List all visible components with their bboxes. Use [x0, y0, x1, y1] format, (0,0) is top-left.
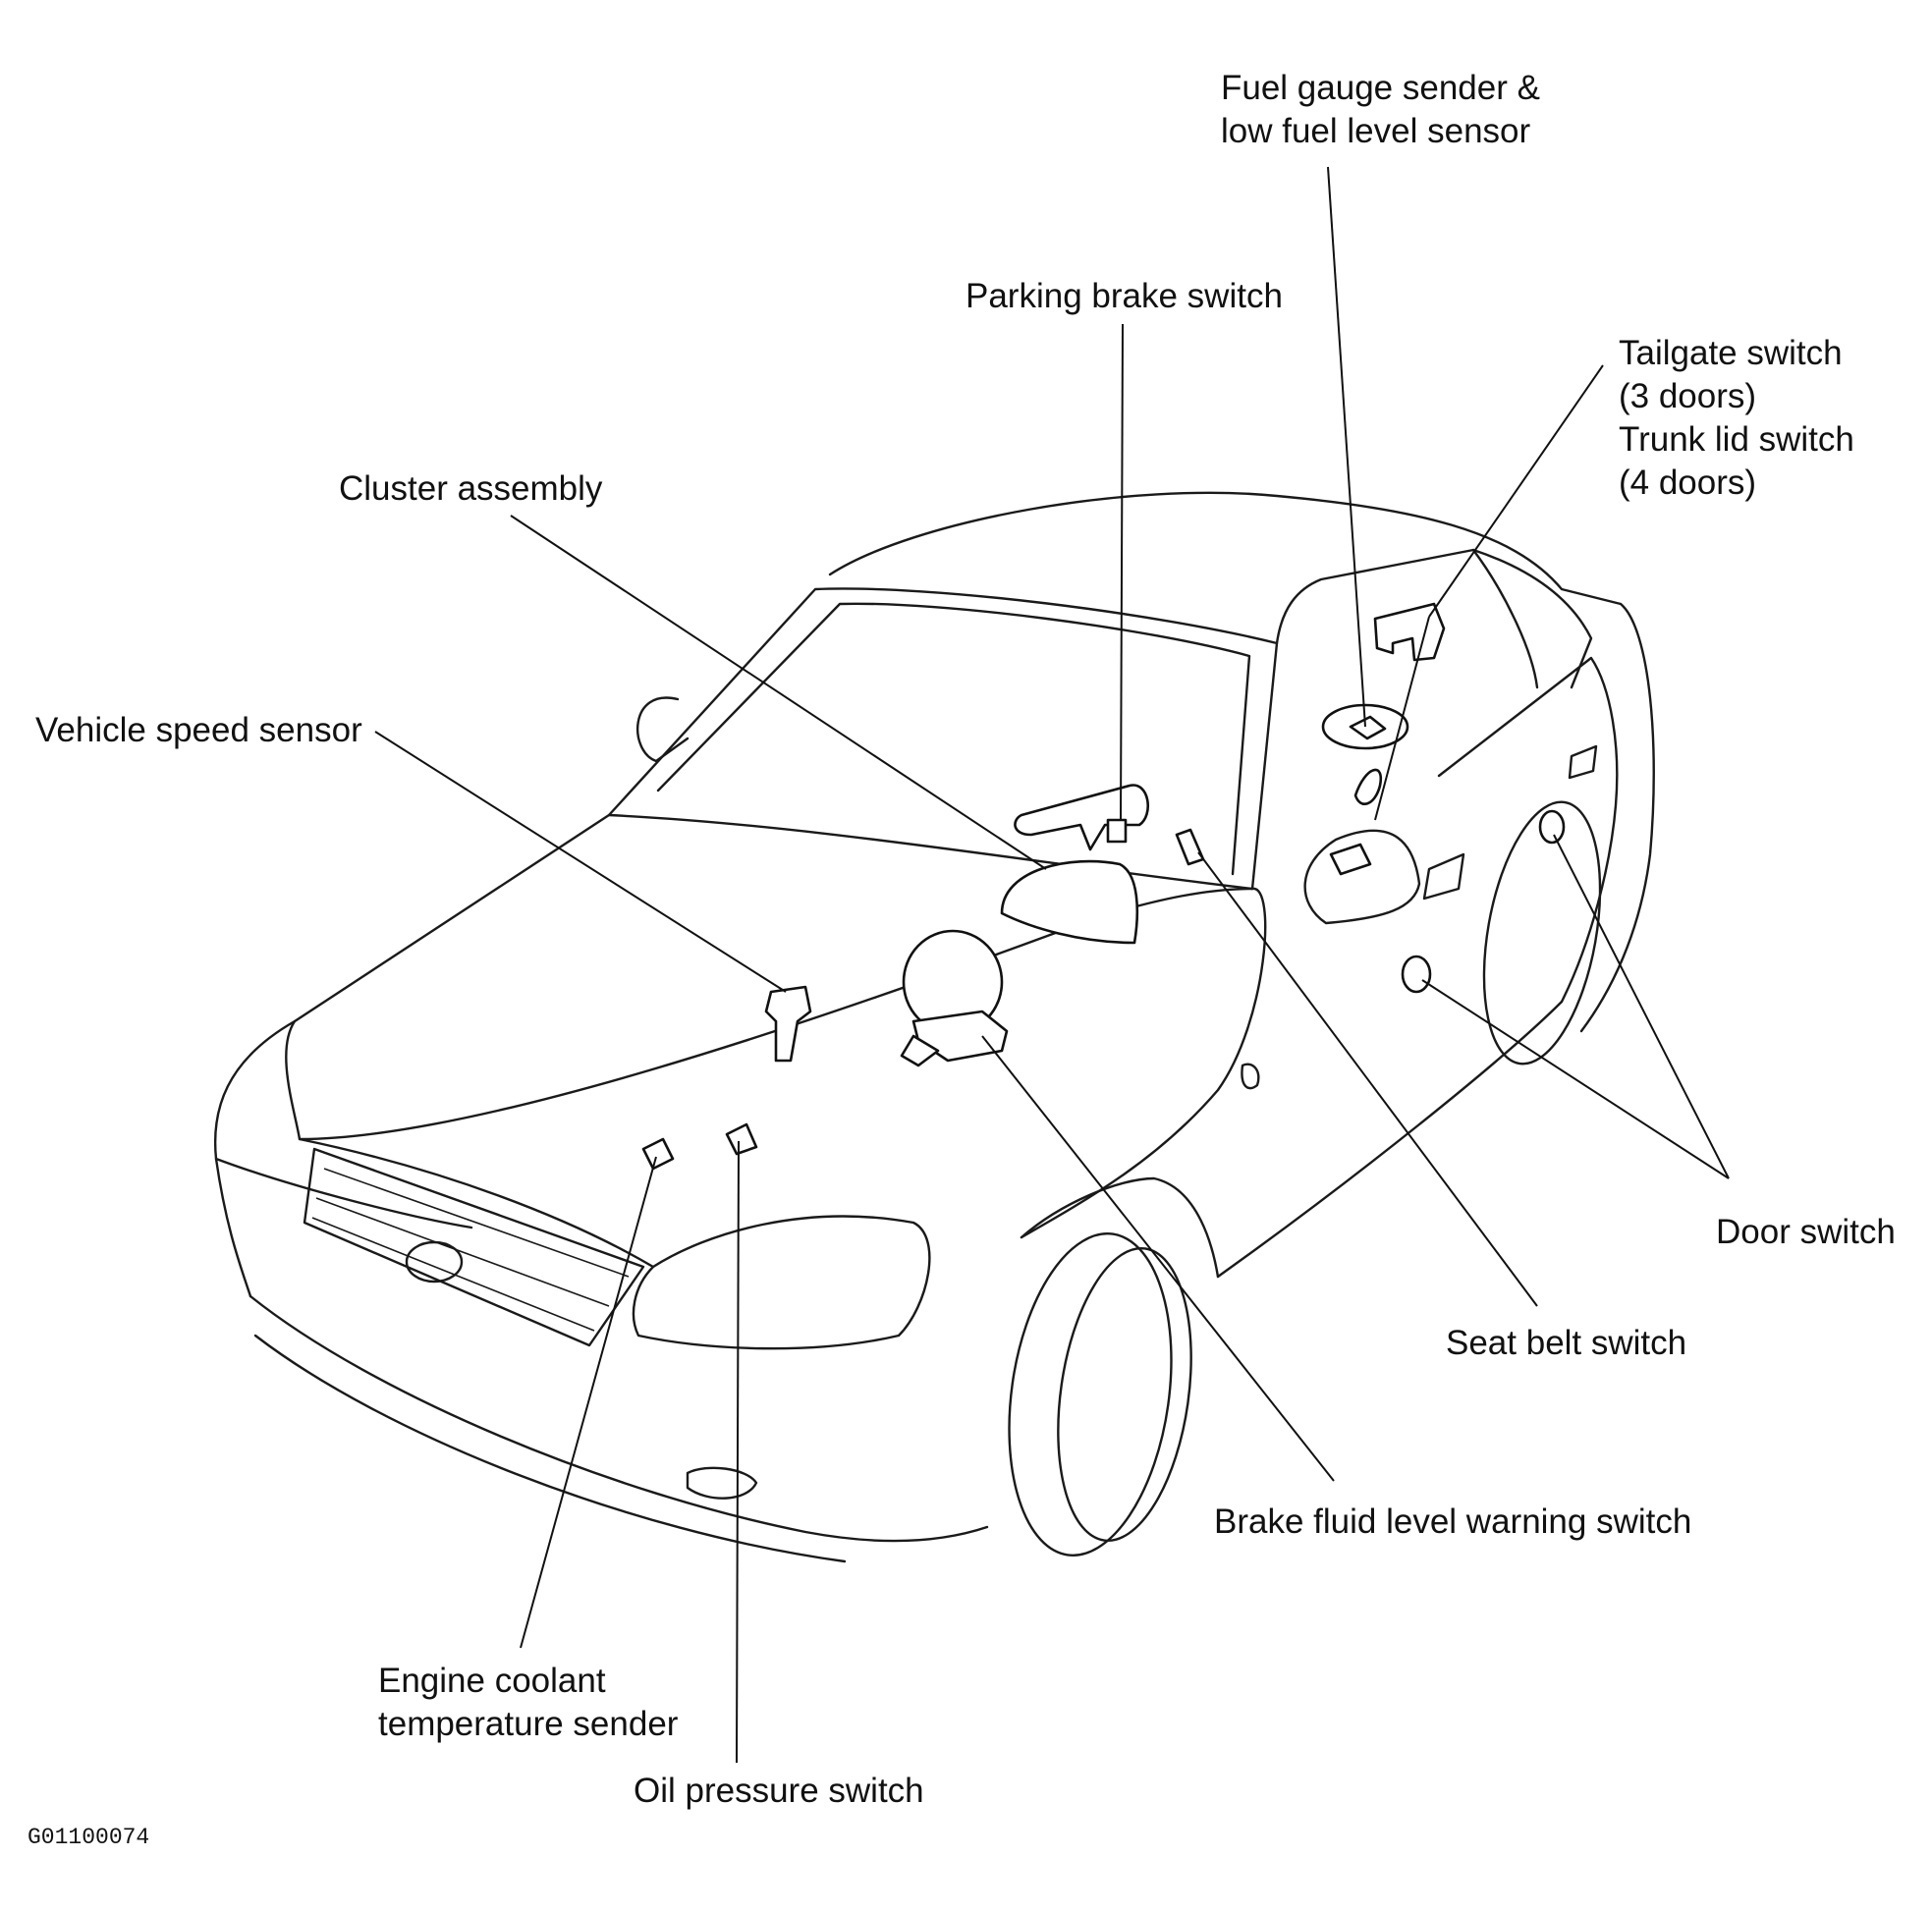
component-parts: [641, 602, 1566, 1171]
label-tailgate: Tailgate switch (3 doors) Trunk lid swit…: [1619, 332, 1854, 505]
label-seat-belt: Seat belt switch: [1446, 1324, 1687, 1362]
vehicle-speed-part: [764, 985, 812, 1063]
car-body: [213, 491, 1655, 1563]
label-tailgate-line3: Trunk lid switch: [1619, 420, 1854, 459]
oil-switch-part: [725, 1122, 758, 1156]
label-tailgate-line1: Tailgate switch: [1619, 334, 1843, 372]
leader-seat-belt: [1197, 851, 1538, 1307]
parking-brake-part: [1014, 784, 1149, 851]
label-brake-fluid: Brake fluid level warning switch: [1214, 1502, 1692, 1541]
label-parking-brake: Parking brake switch: [966, 277, 1283, 315]
door-switch-rear: [1538, 809, 1566, 845]
figure-code: G01100074: [28, 1825, 150, 1850]
label-oil-pressure: Oil pressure switch: [634, 1772, 924, 1810]
leader-door-a: [1421, 979, 1730, 1179]
leader-parking-brake: [1120, 323, 1124, 821]
label-fuel-gauge-line1: Fuel gauge sender &: [1221, 69, 1540, 107]
leader-door-b: [1553, 834, 1730, 1179]
label-tailgate-line2: (3 doors): [1619, 377, 1757, 415]
leader-tailgate: [1428, 364, 1604, 618]
label-vehicle-speed: Vehicle speed sensor: [35, 711, 362, 749]
leader-brake-fluid: [981, 1035, 1335, 1482]
leader-oil: [736, 1140, 740, 1764]
door-switch-front: [1401, 955, 1432, 994]
label-tailgate-line4: (4 doors): [1619, 464, 1757, 502]
leader-coolant: [520, 1156, 657, 1649]
label-fuel-gauge-line2: low fuel level sensor: [1221, 112, 1531, 150]
label-engine-coolant-line1: Engine coolant: [378, 1662, 606, 1700]
label-fuel-gauge: Fuel gauge sender & low fuel level senso…: [1221, 67, 1540, 153]
leader-cluster: [510, 515, 1047, 870]
cluster-part: [1000, 859, 1139, 945]
label-door-switch: Door switch: [1716, 1213, 1896, 1251]
leader-fuel-gauge: [1327, 166, 1366, 728]
label-engine-coolant-line2: temperature sender: [378, 1705, 679, 1743]
tailgate-part: [1373, 602, 1446, 662]
label-engine-coolant: Engine coolant temperature sender: [378, 1660, 678, 1746]
label-cluster: Cluster assembly: [339, 469, 603, 508]
leader-lines: [374, 166, 1730, 1764]
leader-vehicle-speed: [374, 731, 787, 993]
seat-belt-part: [1175, 828, 1205, 866]
leader-tailgate-2: [1374, 616, 1430, 821]
coolant-sender-part: [641, 1137, 675, 1171]
